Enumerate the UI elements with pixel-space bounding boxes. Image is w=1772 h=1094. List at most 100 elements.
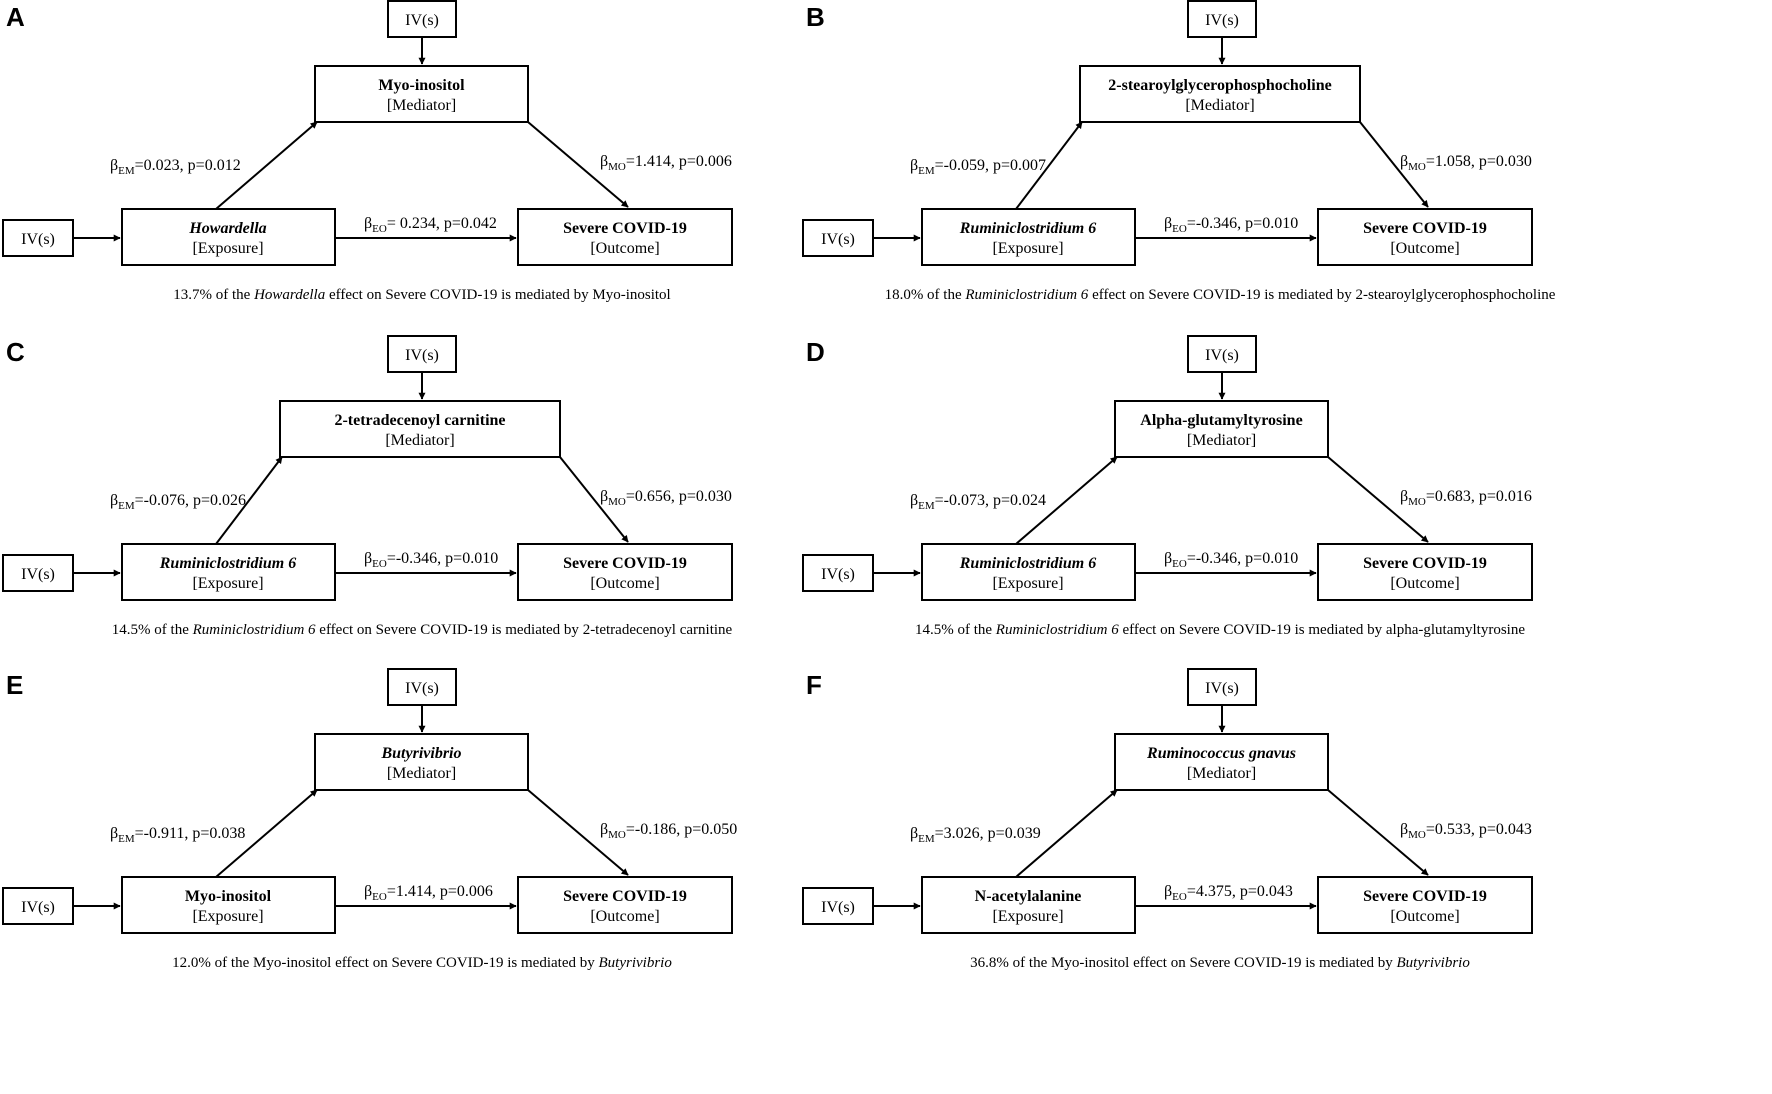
iv-left-box [802, 887, 874, 925]
mediator-box [1079, 65, 1361, 123]
outcome-name: Severe COVID-19 [1363, 220, 1487, 237]
mediation-caption: 36.8% of the Myo-inositol effect on Seve… [970, 955, 1470, 971]
exposure-box [921, 543, 1136, 601]
exposure-name: Howardella [188, 220, 266, 237]
exposure-to-mediator-arrow [1015, 456, 1118, 545]
panel-label: E [6, 670, 23, 700]
beta-mo-label: βMO=0.533, p=0.043 [1400, 821, 1532, 841]
outcome-role: [Outcome] [590, 908, 659, 925]
panel-label: D [806, 337, 825, 367]
iv-top-box [1187, 0, 1257, 38]
outcome-box [1317, 876, 1533, 934]
beta-em-label: βEM=-0.076, p=0.026 [110, 492, 246, 512]
panel-label: C [6, 337, 25, 367]
beta-mo-label: βMO=0.683, p=0.016 [1400, 488, 1532, 508]
iv-left-box [2, 219, 74, 257]
exposure-box [121, 543, 336, 601]
iv-left-label: IV(s) [21, 566, 55, 583]
iv-left-box [2, 887, 74, 925]
exposure-role: [Exposure] [192, 908, 263, 925]
beta-eo-label: βEO=-0.346, p=0.010 [1164, 215, 1298, 235]
iv-top-label: IV(s) [405, 680, 439, 697]
outcome-role: [Outcome] [1390, 240, 1459, 257]
mediator-name: Butyrivibrio [380, 745, 461, 762]
mediator-name: 2-stearoylglycerophosphocholine [1108, 77, 1331, 94]
panel-a: A IV(s) Myo-inositol [Mediator] IV(s) Howarde… [2, 0, 733, 303]
outcome-name: Severe COVID-19 [1363, 555, 1487, 572]
mediator-to-outcome-arrow [527, 121, 629, 208]
iv-left-label: IV(s) [821, 566, 855, 583]
mediator-to-outcome-arrow [559, 456, 629, 543]
mediator-to-outcome-arrow [527, 789, 629, 876]
mediator-box [1114, 400, 1329, 458]
outcome-role: [Outcome] [590, 575, 659, 592]
mediator-role: [Mediator] [387, 97, 456, 114]
exposure-box [921, 876, 1136, 934]
mediation-caption: 18.0% of the Ruminiclostridium 6 effect … [885, 287, 1556, 303]
exposure-to-mediator-arrow [1015, 789, 1118, 878]
iv-left-box [2, 554, 74, 592]
beta-mo-label: βMO=1.414, p=0.006 [600, 153, 732, 173]
exposure-to-mediator-arrow [215, 789, 318, 878]
beta-eo-label: βEO=4.375, p=0.043 [1164, 883, 1293, 903]
beta-em-label: βEM=0.023, p=0.012 [110, 157, 241, 177]
exposure-to-mediator-arrow [215, 121, 318, 210]
panel-b: B IV(s) 2-stearoylglycerophosphocholine [Me… [802, 0, 1556, 303]
iv-left-box [802, 554, 874, 592]
beta-em-label: βEM=3.026, p=0.039 [910, 825, 1041, 845]
exposure-to-mediator-arrow [215, 456, 283, 545]
iv-left-label: IV(s) [821, 899, 855, 916]
beta-eo-label: βEO= 0.234, p=0.042 [364, 215, 497, 235]
iv-top-label: IV(s) [1205, 12, 1239, 29]
outcome-role: [Outcome] [1390, 575, 1459, 592]
mediator-box [314, 65, 529, 123]
beta-mo-label: βMO=1.058, p=0.030 [1400, 153, 1532, 173]
iv-left-label: IV(s) [821, 231, 855, 248]
panel-label: A [6, 2, 25, 32]
exposure-name: Myo-inositol [185, 888, 272, 905]
exposure-name: Ruminiclostridium 6 [959, 555, 1096, 572]
iv-left-label: IV(s) [21, 899, 55, 916]
beta-eo-label: βEO=-0.346, p=0.010 [1164, 550, 1298, 570]
mediator-role: [Mediator] [385, 432, 454, 449]
beta-em-label: βEM=-0.073, p=0.024 [910, 492, 1046, 512]
mediator-box [279, 400, 561, 458]
outcome-name: Severe COVID-19 [563, 888, 687, 905]
beta-em-label: βEM=-0.059, p=0.007 [910, 157, 1046, 177]
outcome-name: Severe COVID-19 [1363, 888, 1487, 905]
mediation-caption: 12.0% of the Myo-inositol effect on Seve… [172, 955, 672, 971]
outcome-name: Severe COVID-19 [563, 220, 687, 237]
iv-top-label: IV(s) [405, 12, 439, 29]
exposure-name: Ruminiclostridium 6 [959, 220, 1096, 237]
iv-top-label: IV(s) [1205, 680, 1239, 697]
panel-label: F [806, 670, 822, 700]
mediator-role: [Mediator] [1187, 432, 1256, 449]
iv-left-label: IV(s) [21, 231, 55, 248]
mediator-role: [Mediator] [1185, 97, 1254, 114]
exposure-role: [Exposure] [192, 240, 263, 257]
mediator-name: 2-tetradecenoyl carnitine [334, 412, 505, 429]
outcome-name: Severe COVID-19 [563, 555, 687, 572]
outcome-role: [Outcome] [590, 240, 659, 257]
exposure-to-mediator-arrow [1015, 121, 1083, 210]
mediator-box [314, 733, 529, 791]
mediator-to-outcome-arrow [1359, 121, 1429, 208]
mediator-role: [Mediator] [1187, 765, 1256, 782]
exposure-role: [Exposure] [992, 575, 1063, 592]
exposure-role: [Exposure] [992, 908, 1063, 925]
panel-label: B [806, 2, 825, 32]
iv-left-box [802, 219, 874, 257]
exposure-name: Ruminiclostridium 6 [159, 555, 296, 572]
outcome-box [517, 543, 733, 601]
exposure-role: [Exposure] [992, 240, 1063, 257]
panel-c: C IV(s) 2-tetradecenoyl carnitine [Mediator… [2, 335, 733, 638]
iv-top-label: IV(s) [1205, 347, 1239, 364]
mediator-name: Myo-inositol [378, 77, 465, 94]
exposure-box [121, 208, 336, 266]
outcome-box [1317, 208, 1533, 266]
mediation-caption: 14.5% of the Ruminiclostridium 6 effect … [112, 622, 733, 638]
